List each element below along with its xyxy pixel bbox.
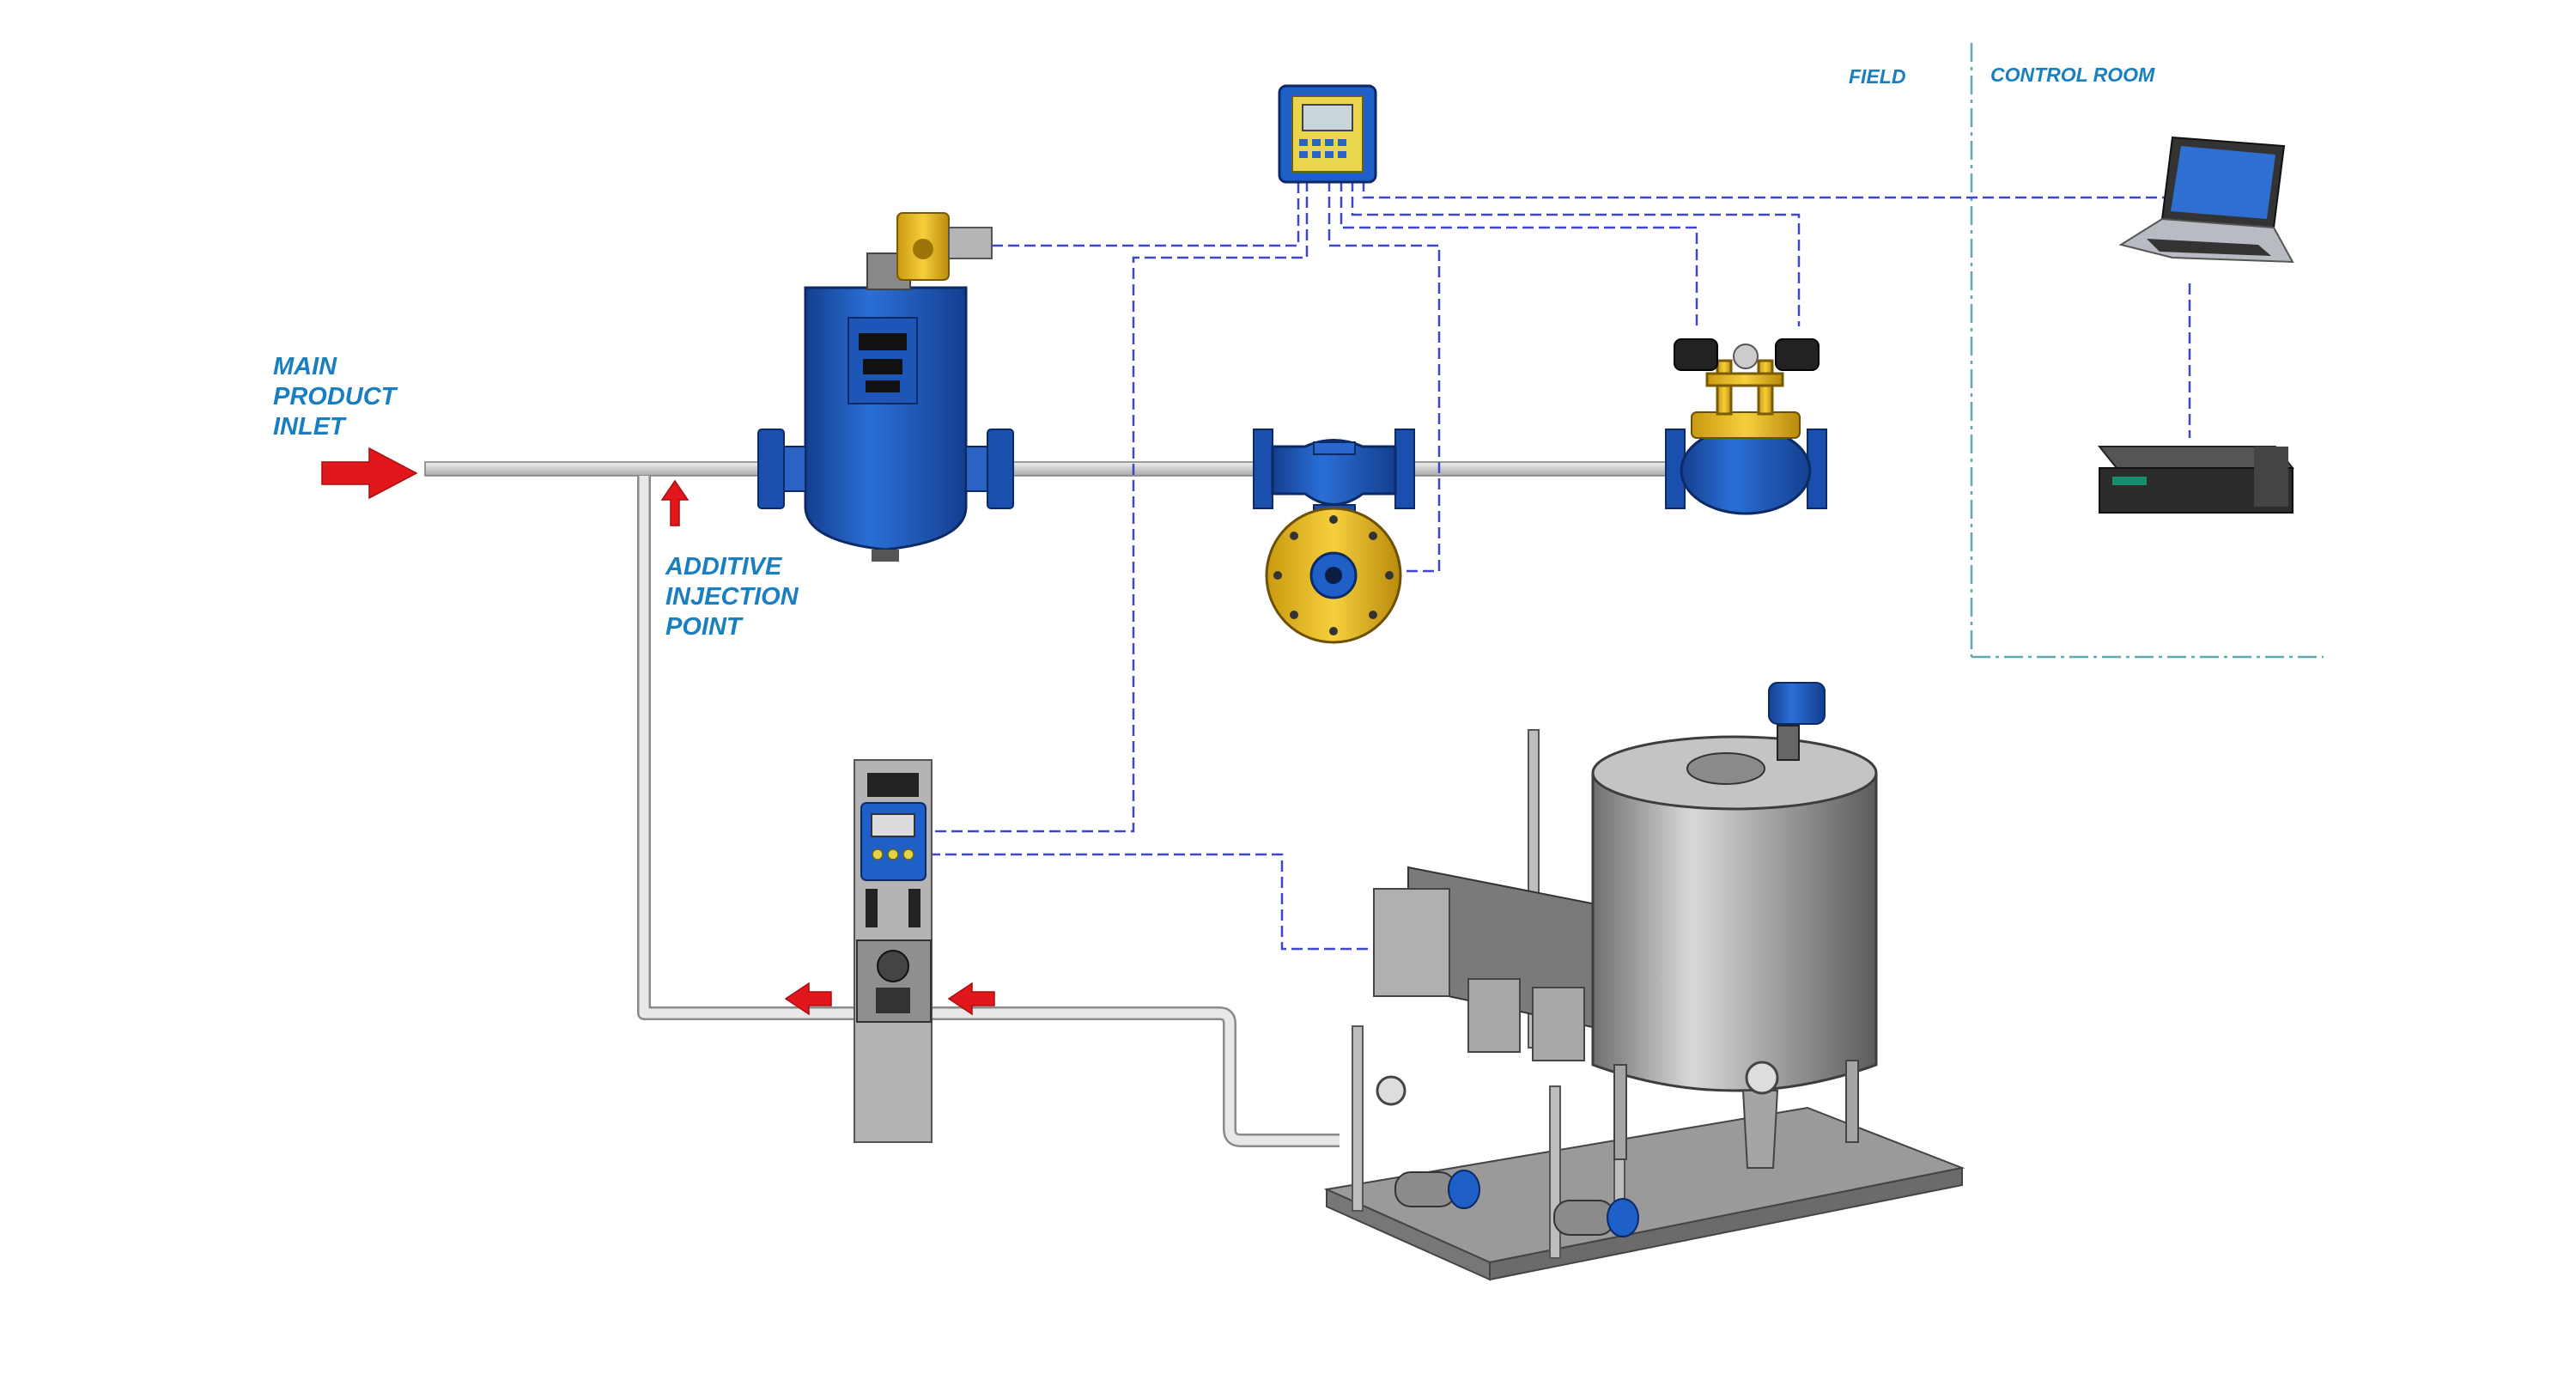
control-room-label: CONTROL ROOM bbox=[1990, 64, 2155, 86]
strainer-vessel bbox=[757, 212, 1014, 562]
printer-icon bbox=[2097, 446, 2295, 514]
signal-cables bbox=[929, 180, 2191, 951]
field-label: FIELD bbox=[1849, 65, 1906, 88]
laptop-icon bbox=[2118, 136, 2294, 264]
zone-divider bbox=[1970, 43, 2324, 659]
flow-meter bbox=[1253, 429, 1415, 644]
injection-arrow bbox=[660, 479, 690, 526]
main-pipe bbox=[424, 461, 1692, 477]
controller-icon bbox=[1278, 84, 1377, 184]
main-inlet-label: MAIN PRODUCT INLET bbox=[273, 353, 397, 441]
additive-injection-label: ADDITIVE INJECTION POINT bbox=[665, 553, 799, 641]
injector-icon bbox=[854, 759, 933, 1143]
additive-line bbox=[637, 476, 1340, 1147]
injector-arrow-right bbox=[947, 982, 995, 1016]
flow-arrows bbox=[321, 447, 995, 1016]
tank-icon bbox=[1323, 682, 1965, 1281]
inlet-arrow bbox=[321, 447, 418, 500]
mixer-motor bbox=[1768, 682, 1826, 761]
injector-arrow-left bbox=[784, 982, 832, 1016]
solenoid-icon bbox=[866, 212, 993, 290]
control-valve bbox=[1665, 338, 1827, 515]
